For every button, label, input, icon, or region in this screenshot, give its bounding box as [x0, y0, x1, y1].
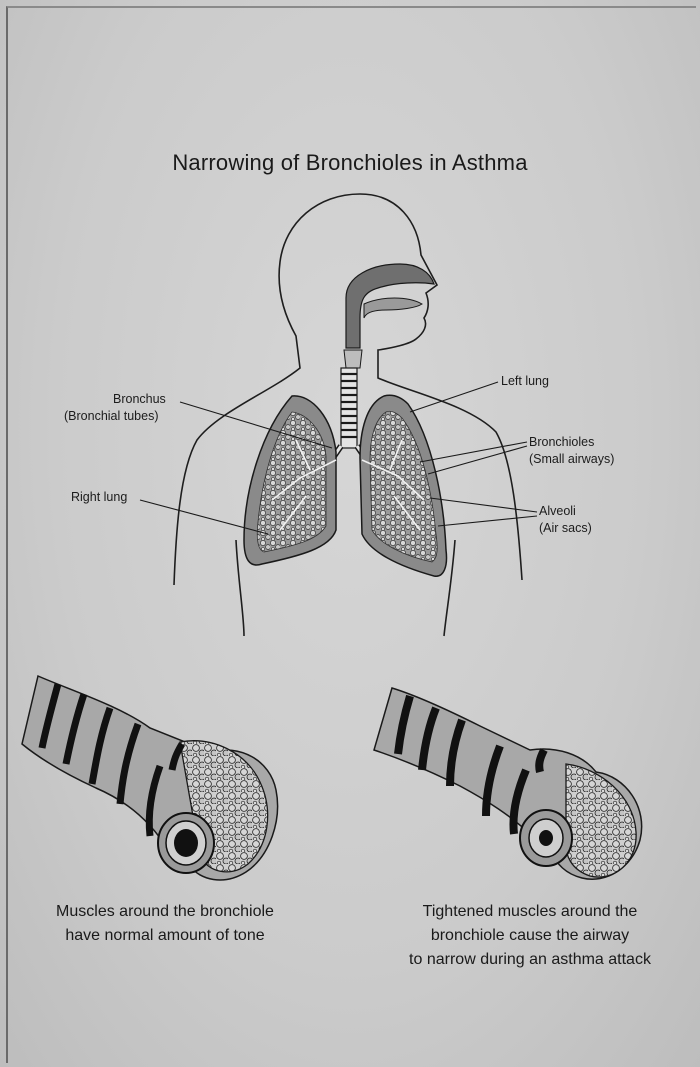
caption-tight-line1: Tightened muscles around the — [380, 900, 680, 924]
constricted-bronchiole — [374, 688, 642, 879]
normal-bronchiole — [22, 676, 278, 880]
caption-normal-line1: Muscles around the bronchiole — [20, 900, 310, 924]
caption-tight-line3: to narrow during an asthma attack — [380, 948, 680, 972]
caption-tight-line2: bronchiole cause the airway — [380, 924, 680, 948]
caption-normal-line2: have normal amount of tone — [20, 924, 310, 948]
